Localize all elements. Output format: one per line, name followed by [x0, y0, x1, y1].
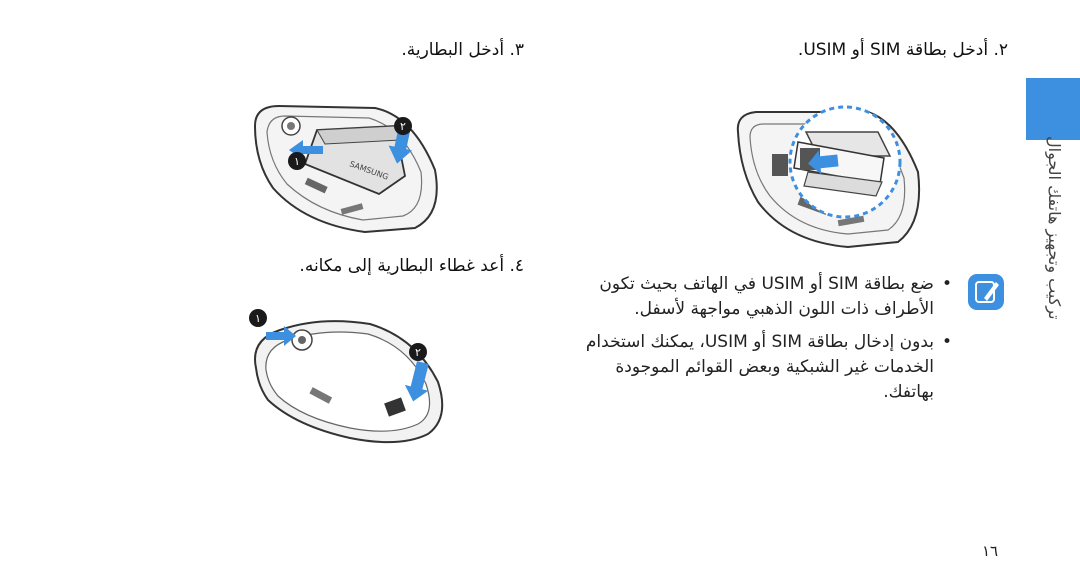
chapter-tab [1026, 78, 1080, 140]
battery-insert-illustration: SAMSUNG ١ ٢ [253, 104, 438, 234]
note-text: ضع بطاقة SIM أو USIM في الهاتف بحيث تكون… [599, 274, 934, 319]
callout-1: ١ [255, 312, 261, 325]
note-icon [968, 274, 1004, 310]
bullet: • [941, 274, 952, 294]
sim-insert-illustration [736, 105, 921, 249]
page-number: ١٦ [982, 542, 999, 560]
callout-2: ٢ [400, 120, 406, 133]
note-item: • ضع بطاقة SIM أو USIM في الهاتف بحيث تك… [580, 272, 952, 322]
step-2-heading: ٢. أدخل بطاقة SIM أو USIM. [797, 40, 1008, 60]
callout-2: ٢ [415, 346, 421, 359]
callout-1: ١ [294, 155, 300, 168]
note-text: بدون إدخال بطاقة SIM أو USIM، يمكنك استخ… [585, 332, 934, 402]
cover-close-illustration: ١ ٢ [249, 309, 444, 444]
bullet: • [941, 332, 952, 352]
notes-list: • ضع بطاقة SIM أو USIM في الهاتف بحيث تك… [580, 272, 952, 413]
note-item: • بدون إدخال بطاقة SIM أو USIM، يمكنك اس… [580, 330, 952, 405]
step-4-heading: ٤. أعد غطاء البطارية إلى مكانه. [299, 256, 524, 276]
chapter-title: تركيب وتجهيز هاتفك الجوال [1045, 136, 1064, 320]
step-3-heading: ٣. أدخل البطارية. [401, 40, 524, 60]
